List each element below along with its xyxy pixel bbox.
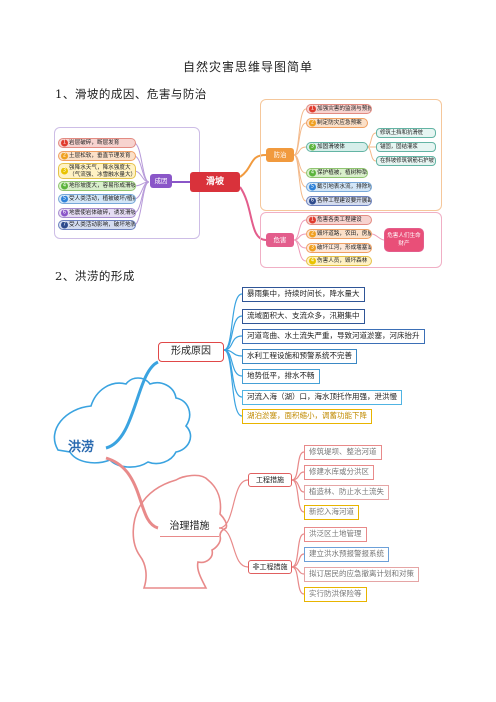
formation-cause-item[interactable]: 暴雨集中，持续时间长，降水量大 bbox=[242, 287, 365, 302]
formation-cause-item[interactable]: 河流入海（湖）口，海水顶托作用强，泄洪慢 bbox=[242, 390, 402, 405]
prevention-item[interactable]: 6各种工程建设要开展勘察 bbox=[306, 196, 372, 206]
number-badge: 6 bbox=[61, 209, 68, 217]
non-engineering-measure-item[interactable]: 建立洪水预报警报系统 bbox=[304, 547, 389, 562]
section-heading-landslide: 1、滑坡的成因、危害与防治 bbox=[55, 87, 207, 101]
number-badge: 7 bbox=[61, 221, 68, 229]
flood-mind-map: 洪涝 形成原因 治理措施 工程措施 非工程措施 暴雨集中，持续时间长，降水量大流… bbox=[36, 280, 446, 610]
item-text: 强降水天气，降水强度大 bbox=[69, 165, 131, 171]
item-text: 毁坏道路，农田，房屋 bbox=[317, 231, 372, 237]
engineering-measure-item[interactable]: 修筑堤坝、整治河道 bbox=[304, 445, 382, 460]
reinforce-item[interactable]: 修筑土挡和抗滑桩 bbox=[376, 128, 436, 138]
item-text: 土层松软，垂直节理发育 bbox=[69, 153, 131, 159]
engineering-measure-item[interactable]: 修建水库或分洪区 bbox=[304, 465, 374, 480]
number-badge: 4 bbox=[61, 182, 68, 190]
number-badge: 3 bbox=[61, 167, 68, 175]
causes-node[interactable]: 成因 bbox=[150, 174, 172, 188]
item-text: 加强灾害的监测与预报 bbox=[317, 106, 372, 112]
number-badge: 4 bbox=[309, 169, 316, 177]
non-engineering-measure-item[interactable]: 实行防洪保险等 bbox=[304, 587, 367, 602]
item-text-sub: （气流强、冰雪融水量大） bbox=[69, 172, 136, 178]
item-text: 危害各类工程建设 bbox=[317, 217, 362, 223]
formation-cause-item[interactable]: 水利工程设施和预警系统不完善 bbox=[242, 349, 357, 364]
item-text: 受人类活动影响，破坏地表结构 bbox=[69, 222, 136, 228]
item-text: 受人类活动，植被破坏/植被较少 bbox=[69, 196, 135, 202]
flood-center-label: 洪涝 bbox=[68, 440, 95, 455]
item-text: 截引地表水流，排除地下水 bbox=[317, 184, 371, 190]
harm-node[interactable]: 危害 bbox=[266, 233, 294, 247]
formation-cause-item[interactable]: 湖泊淤塞，面积缩小，调蓄功能下降 bbox=[242, 409, 372, 424]
engineering-node[interactable]: 工程措施 bbox=[248, 473, 292, 487]
number-badge: 2 bbox=[309, 230, 316, 238]
number-badge: 3 bbox=[309, 244, 316, 252]
harm-frame bbox=[260, 212, 442, 268]
number-badge: 2 bbox=[309, 119, 316, 127]
formation-cause-item[interactable]: 河道弯曲、水土流失严重，导致河道淤塞，河床抬升 bbox=[242, 329, 425, 344]
item-text: 各种工程建设要开展勘察 bbox=[317, 198, 371, 204]
non-engineering-measure-item[interactable]: 拟订居民的应急撤离计划和对策 bbox=[304, 567, 419, 582]
formation-node[interactable]: 形成原因 bbox=[158, 342, 224, 362]
harm-summary-box[interactable]: 危害人们生命财产 bbox=[384, 228, 424, 252]
engineering-measure-item[interactable]: 新挖入海河道 bbox=[304, 505, 359, 520]
item-text: 地震使岩体破碎，诱发滑坡 bbox=[69, 210, 136, 216]
formation-cause-item[interactable]: 流域面积大、支流众多，汛期集中 bbox=[242, 309, 365, 324]
reinforce-item[interactable]: 锚固，固结灌浆 bbox=[376, 142, 436, 152]
item-text: 保护植被，植树种草 bbox=[317, 170, 368, 176]
number-badge: 5 bbox=[309, 183, 316, 191]
item-text: 地形坡度大，容易形成滑坡 bbox=[69, 183, 136, 189]
control-node[interactable]: 治理措施 bbox=[160, 518, 219, 537]
prevention-node[interactable]: 防治 bbox=[266, 148, 294, 162]
item-text: 破坏江河，形成堰塞湖 bbox=[317, 245, 372, 251]
number-badge: 3 bbox=[309, 143, 316, 151]
item-text: 伤害人员，毁坏森林 bbox=[317, 258, 368, 264]
engineering-measure-item[interactable]: 植造林、防止水土流失 bbox=[304, 485, 389, 500]
page-title: 自然灾害思维导图简单 bbox=[182, 60, 313, 74]
landslide-center-node[interactable]: 滑坡 bbox=[190, 172, 240, 192]
flood-connectors bbox=[53, 293, 305, 595]
number-badge: 2 bbox=[61, 152, 68, 160]
number-badge: 6 bbox=[309, 197, 316, 205]
number-badge: 4 bbox=[309, 257, 316, 265]
non-engineering-measure-item[interactable]: 洪泛区土地管理 bbox=[304, 527, 367, 542]
formation-cause-item[interactable]: 地势低平，排水不畅 bbox=[242, 369, 320, 384]
prevention-frame bbox=[260, 99, 442, 211]
item-text: 制定防灾应急预案 bbox=[317, 120, 362, 126]
number-badge: 5 bbox=[61, 195, 68, 203]
number-badge: 1 bbox=[309, 105, 316, 113]
number-badge: 1 bbox=[309, 216, 316, 224]
item-text: 岩层破碎，断层发育 bbox=[69, 140, 120, 146]
section-heading-flood: 2、洪涝的形成 bbox=[55, 269, 135, 283]
item-text: 加固滑坡体 bbox=[317, 144, 345, 150]
number-badge: 1 bbox=[61, 139, 68, 147]
non-engineering-node[interactable]: 非工程措施 bbox=[248, 560, 292, 574]
reinforce-item[interactable]: 在斜坡修筑钢筋石护坡 bbox=[376, 156, 436, 166]
